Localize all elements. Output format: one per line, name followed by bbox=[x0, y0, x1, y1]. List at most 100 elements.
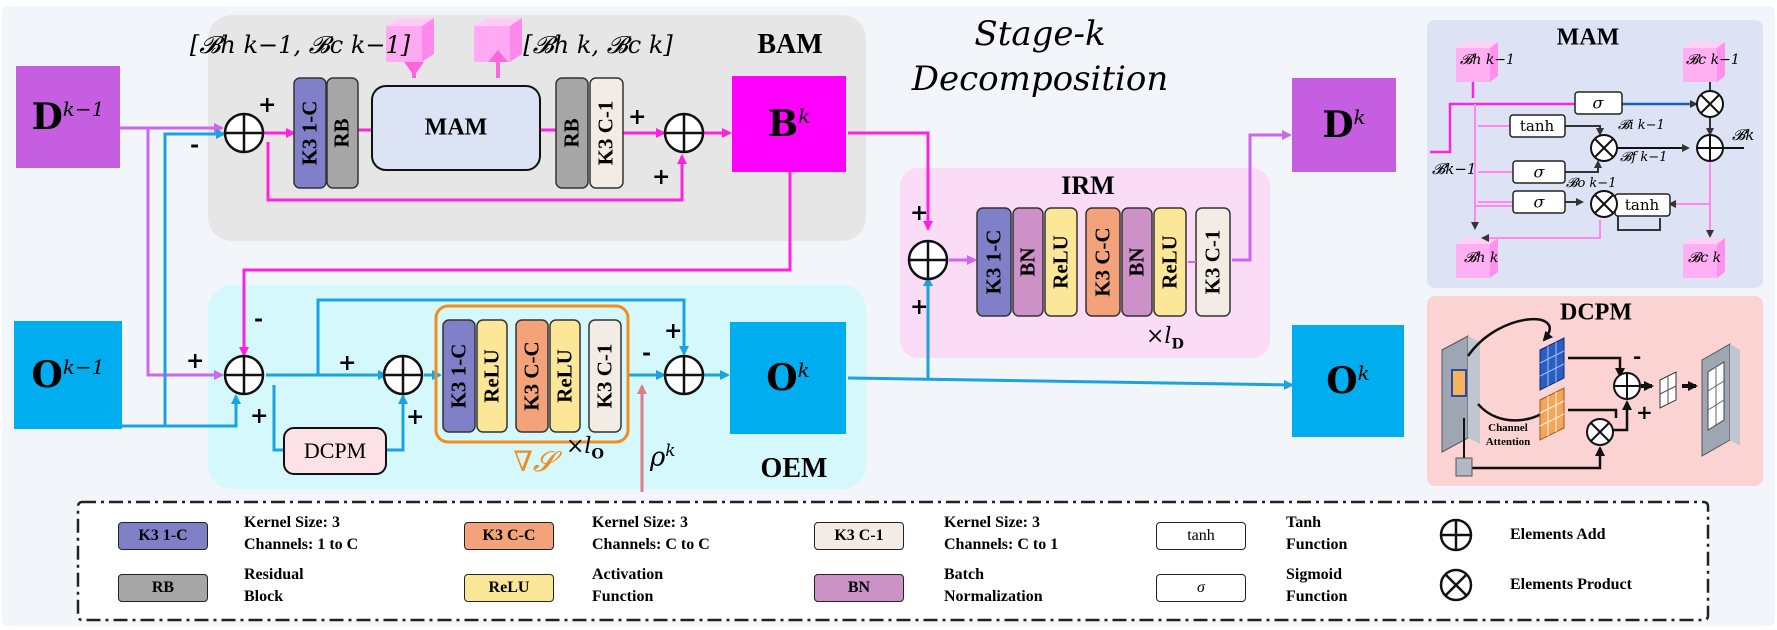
mam-label-bf: 𝓑f k−1 bbox=[1620, 150, 1668, 165]
sign-oem-3-plus: + bbox=[664, 318, 683, 344]
bam-title: BAM bbox=[757, 29, 823, 60]
mam-sigma-f bbox=[1574, 91, 1623, 115]
state-label-prev: [𝓑h k−1, 𝓑c k−1] bbox=[189, 31, 411, 59]
oem-relu-2 bbox=[549, 319, 581, 433]
sign-oem-1-plus-bottom: + bbox=[250, 403, 269, 429]
mam-sigma-o-label: σ bbox=[1533, 192, 1545, 212]
adder-oem-1 bbox=[223, 354, 265, 396]
oem-conv-c1 bbox=[588, 319, 622, 433]
node-d-prev bbox=[16, 66, 120, 168]
legend-box-relu: ReLU bbox=[464, 574, 554, 602]
adder-irm bbox=[907, 239, 949, 281]
mam-line-input bbox=[1430, 102, 1575, 154]
sign-irm-plus-bottom: + bbox=[910, 294, 929, 320]
mam-line-branches bbox=[1478, 125, 1515, 203]
legend-box-sigma: σ bbox=[1156, 574, 1246, 602]
dcpm-panel bbox=[1427, 296, 1763, 486]
mam-line-prod-out bbox=[1617, 206, 1661, 231]
adder-oem-2 bbox=[382, 354, 424, 396]
sign-oem-1-minus: - bbox=[254, 306, 264, 332]
node-o-k-mid-label: Ok bbox=[766, 357, 810, 399]
mam-line-sigma-i bbox=[1565, 160, 1602, 173]
mam-sigma-i bbox=[1512, 160, 1566, 184]
sign-bam-in-plus: + bbox=[258, 92, 277, 118]
gradient-label: ∇𝓢 bbox=[513, 445, 555, 478]
stage-title-line2: Decomposition bbox=[911, 59, 1169, 99]
irm-conv-1c bbox=[976, 207, 1012, 317]
mam-line-spread bbox=[1474, 104, 1513, 207]
irm-relu-1 bbox=[1044, 207, 1078, 317]
mam-label-bo: 𝓑o k−1 bbox=[1566, 176, 1617, 191]
legend-product-symbol bbox=[1439, 568, 1473, 602]
flow-irm-dk bbox=[1232, 130, 1292, 262]
legend-box-k3-c1: K3 C-1 bbox=[814, 522, 904, 550]
dcpm-attention-label: Attention bbox=[1485, 436, 1531, 448]
sign-bam-out-plus-bottom: + bbox=[652, 164, 671, 190]
irm-bn-2 bbox=[1121, 207, 1153, 317]
legend-box-k3-1c: K3 1-C bbox=[118, 522, 208, 550]
dcpm-mid-feature bbox=[1659, 371, 1677, 409]
mam-line-bh-k bbox=[1481, 220, 1601, 242]
mam-tanh-c-label: tanh bbox=[1519, 117, 1555, 135]
dcpm-panel-title: DCPM bbox=[1560, 299, 1632, 326]
mam-cube-bc-k bbox=[1683, 238, 1725, 278]
flow-bk-irm bbox=[848, 131, 933, 231]
oem-conv-cc-label: K3 C-C bbox=[519, 341, 544, 411]
mam-product-top bbox=[1696, 90, 1724, 118]
sign-bam-in-minus: - bbox=[190, 132, 200, 158]
oem-relu-1 bbox=[476, 319, 508, 433]
mam-sigma-f-label: σ bbox=[1592, 93, 1604, 113]
irm-relu-2-label: ReLU bbox=[1157, 235, 1182, 289]
dcpm-attention-block bbox=[1455, 457, 1473, 477]
mam-tanh-out-label: tanh bbox=[1624, 196, 1660, 214]
rho-label: ρk bbox=[650, 440, 676, 473]
flow-bk-oem bbox=[239, 172, 792, 357]
adder-bam-out bbox=[663, 112, 705, 154]
bam-conv-in bbox=[293, 77, 327, 189]
sign-oem-3-minus: - bbox=[642, 340, 652, 366]
irm-relu-2 bbox=[1153, 207, 1187, 317]
flow-bam-skip bbox=[266, 142, 687, 202]
mam-label-b-k: 𝓑k bbox=[1732, 126, 1755, 144]
oem-conv-1c bbox=[442, 319, 476, 433]
irm-relu-1-label: ReLU bbox=[1048, 235, 1073, 289]
node-o-k-out-label: Ok bbox=[1326, 360, 1370, 402]
mam-block-label: MAM bbox=[424, 114, 488, 141]
oem-title: OEM bbox=[760, 453, 828, 484]
dcpm-input-feature bbox=[1441, 335, 1480, 453]
irm-bn-1-label: BN bbox=[1015, 247, 1040, 277]
node-d-k bbox=[1292, 78, 1396, 172]
node-d-prev-label: Dk−1 bbox=[31, 96, 105, 138]
node-b-k bbox=[732, 76, 846, 172]
mam-cube-bh-prev bbox=[1456, 42, 1498, 82]
irm-bn-1 bbox=[1012, 207, 1044, 317]
irm-bn-2-label: BN bbox=[1124, 247, 1149, 277]
mam-label-bi: 𝓑i k−1 bbox=[1618, 118, 1665, 133]
irm-conv-cc-label: K3 C-C bbox=[1090, 227, 1115, 297]
mam-sigma-i-label: σ bbox=[1533, 162, 1545, 182]
mam-tanh-c bbox=[1509, 114, 1566, 138]
flow-oem-dcpm-out bbox=[386, 394, 408, 452]
sign-oem-2-plus-top: + bbox=[338, 350, 357, 376]
mam-cube-bc-prev bbox=[1683, 42, 1725, 82]
mam-label-bh-k: 𝓑h k bbox=[1464, 250, 1499, 266]
bam-rb-in-label: RB bbox=[329, 118, 354, 148]
oem-conv-c1-label: K3 C-1 bbox=[592, 343, 617, 409]
legend-box-tanh: tanh bbox=[1156, 522, 1246, 550]
flow-oprev-bam bbox=[163, 129, 226, 426]
flow-oprev-oem bbox=[122, 394, 241, 428]
node-o-prev bbox=[14, 321, 122, 429]
dcpm-arrow-blue-add bbox=[1568, 356, 1625, 378]
oem-conv-1c-label: K3 1-C bbox=[446, 343, 471, 409]
mam-product-mid bbox=[1590, 134, 1618, 162]
mam-line-tanh-prod bbox=[1565, 125, 1604, 136]
legend-desc-product: Elements Product bbox=[1510, 576, 1632, 593]
state-label-curr: [𝓑h k, 𝓑c k] bbox=[523, 31, 673, 59]
dcpm-arrow-orange-mul bbox=[1568, 408, 1618, 418]
